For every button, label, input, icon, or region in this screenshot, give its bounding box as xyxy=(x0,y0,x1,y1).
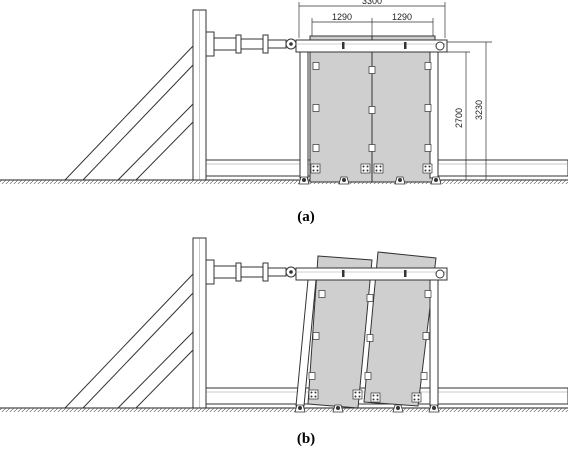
reaction-wall xyxy=(64,9,207,181)
frame-column-right xyxy=(429,51,439,179)
reaction-wall xyxy=(64,237,207,409)
frame-column-right xyxy=(429,279,439,407)
loading-beam xyxy=(295,39,448,53)
wall-panel-right xyxy=(371,35,436,183)
caption-a: (a) xyxy=(297,209,315,225)
dim-overall-width: 3300 xyxy=(362,0,382,6)
wall-panel-left xyxy=(309,35,373,183)
dim-total-height: 3230 xyxy=(474,100,484,120)
dim-panel-width-right: 1290 xyxy=(392,12,412,22)
dim-frame-height: 2700 xyxy=(454,108,464,128)
setup-undeformed: 3300 1290 1290 2700 3230 xyxy=(0,0,568,185)
actuator xyxy=(205,31,297,57)
frame-column-left xyxy=(295,279,317,407)
dimension-lines xyxy=(298,2,492,181)
actuator xyxy=(205,259,297,285)
loading-beam xyxy=(295,267,448,281)
dim-panel-width-left: 1290 xyxy=(332,12,352,22)
setup-deformed xyxy=(0,237,568,413)
caption-b: (b) xyxy=(297,431,315,447)
frame-column-left xyxy=(299,51,309,179)
wall-panel-right xyxy=(363,251,437,407)
